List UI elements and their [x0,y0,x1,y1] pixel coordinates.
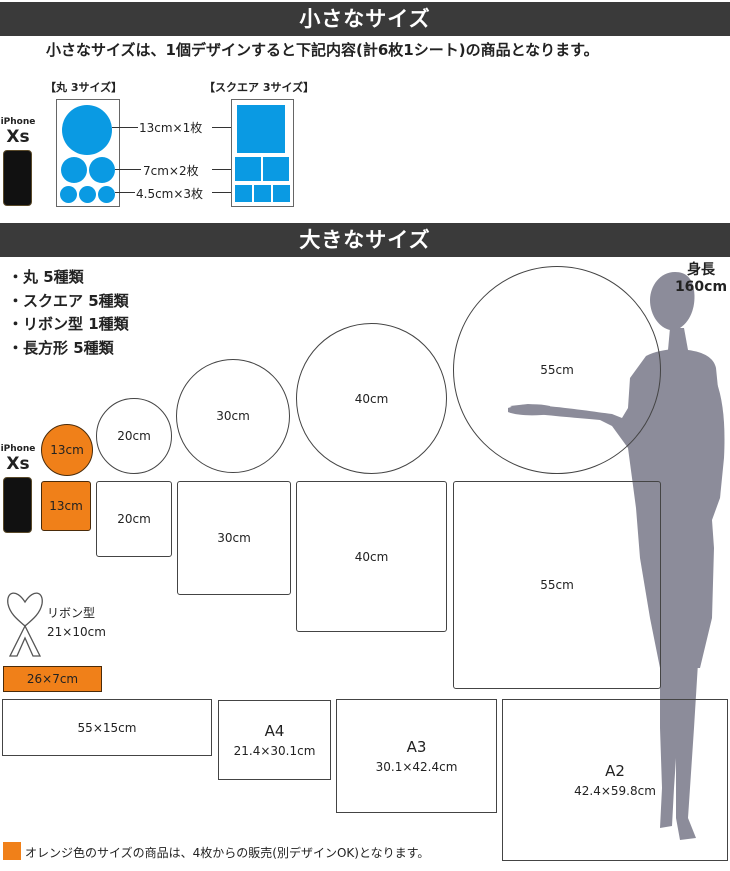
square-40cm: 40cm [296,481,447,632]
leader-line [115,169,141,170]
round-13cm-piece [62,105,112,155]
phone-model-label: Xs [6,454,30,474]
phone-icon [3,477,32,533]
paper-a4-size: 21.4×30.1cm [233,744,316,758]
square-13cm-piece [237,105,285,153]
list-item-square: ・スクエア 5種類 [8,292,129,310]
square-label: 【スクエア 3サイズ】 [204,81,315,94]
circle-13cm-label: 13cm [50,443,84,457]
large-size-banner: 大きなサイズ [0,223,730,257]
circle-55cm: 55cm [453,266,661,474]
paper-a3: A3 30.1×42.4cm [336,699,497,813]
paper-a3-size: 30.1×42.4cm [375,760,458,774]
square-7cm-piece [235,157,261,181]
phone-icon [3,150,32,206]
rect-55x15: 55×15cm [2,699,212,756]
leader-line [212,192,236,193]
square-sheet [231,99,294,207]
circle-30cm: 30cm [176,359,290,473]
square-55cm-label: 55cm [540,578,574,592]
square-13cm-label: 13cm [49,499,83,513]
height-label-block: 身長 160cm [672,262,730,296]
round-7cm-piece [61,157,87,183]
square-4.5cm-piece [273,185,290,202]
paper-a2: A2 42.4×59.8cm [502,699,728,861]
square-30cm: 30cm [177,481,291,595]
rect-55x15-label: 55×15cm [77,720,137,735]
orange-swatch [3,842,21,860]
square-4.5cm-piece [254,185,271,202]
list-item-round: ・丸 5種類 [8,268,84,286]
rect-26x7-label: 26×7cm [26,672,79,686]
circle-40cm: 40cm [296,323,447,474]
circle-20cm: 20cm [96,398,172,474]
rect-26x7: 26×7cm [3,666,102,692]
round-4.5cm-piece [98,186,115,203]
circle-20cm-label: 20cm [117,429,151,443]
large-size-title: 大きなサイズ [299,228,431,252]
square-13cm: 13cm [41,481,91,531]
circle-55cm-label: 55cm [540,363,574,377]
phone-brand-label: iPhone [0,117,36,127]
small-size-banner: 小さなサイズ [0,2,730,36]
round-4.5cm-piece [79,186,96,203]
round-7cm-piece [89,157,115,183]
square-7cm-piece [263,157,289,181]
leader-line [212,127,236,128]
ribbon-size: 21×10cm [47,625,106,639]
round-label: 【丸 3サイズ】 [45,81,123,94]
leader-line [112,127,138,128]
circle-30cm-label: 30cm [216,409,250,423]
leader-line [212,169,234,170]
height-value: 160cm [674,279,728,295]
circle-13cm: 13cm [41,424,93,476]
ribbon-name: リボン型 [47,606,96,620]
small-size-title: 小さなサイズ [299,7,431,31]
phone-model-label: Xs [6,127,30,147]
phone-brand-label: iPhone [0,444,36,454]
paper-a4: A4 21.4×30.1cm [218,700,331,780]
paper-a4-name: A4 [264,722,285,740]
list-item-rectangle: ・長方形 5種類 [8,339,114,357]
size-line-7: 7cm×2枚 [143,164,199,178]
list-item-ribbon: ・リボン型 1種類 [8,315,129,333]
ribbon-shape [7,592,43,657]
square-40cm-label: 40cm [354,549,389,564]
paper-a3-name: A3 [406,738,427,756]
round-4.5cm-piece [60,186,77,203]
paper-a2-name: A2 [605,762,625,780]
leader-line [115,192,135,193]
small-size-intro: 小さなサイズは、1個デザインすると下記内容(計6枚1シート)の商品となります。 [46,41,599,59]
size-line-4.5: 4.5cm×3枚 [136,187,204,201]
square-20cm: 20cm [96,481,172,557]
footnote: オレンジ色のサイズの商品は、4枚からの販売(別デザインOK)となります。 [25,846,430,860]
size-line-13: 13cm×1枚 [139,121,203,135]
circle-40cm-label: 40cm [354,391,389,406]
height-label: 身長 [687,262,715,278]
square-20cm-label: 20cm [117,512,151,526]
square-55cm: 55cm [453,481,661,689]
paper-a2-size: 42.4×59.8cm [574,784,656,798]
square-30cm-label: 30cm [217,531,251,545]
round-sheet [56,99,120,207]
square-4.5cm-piece [235,185,252,202]
